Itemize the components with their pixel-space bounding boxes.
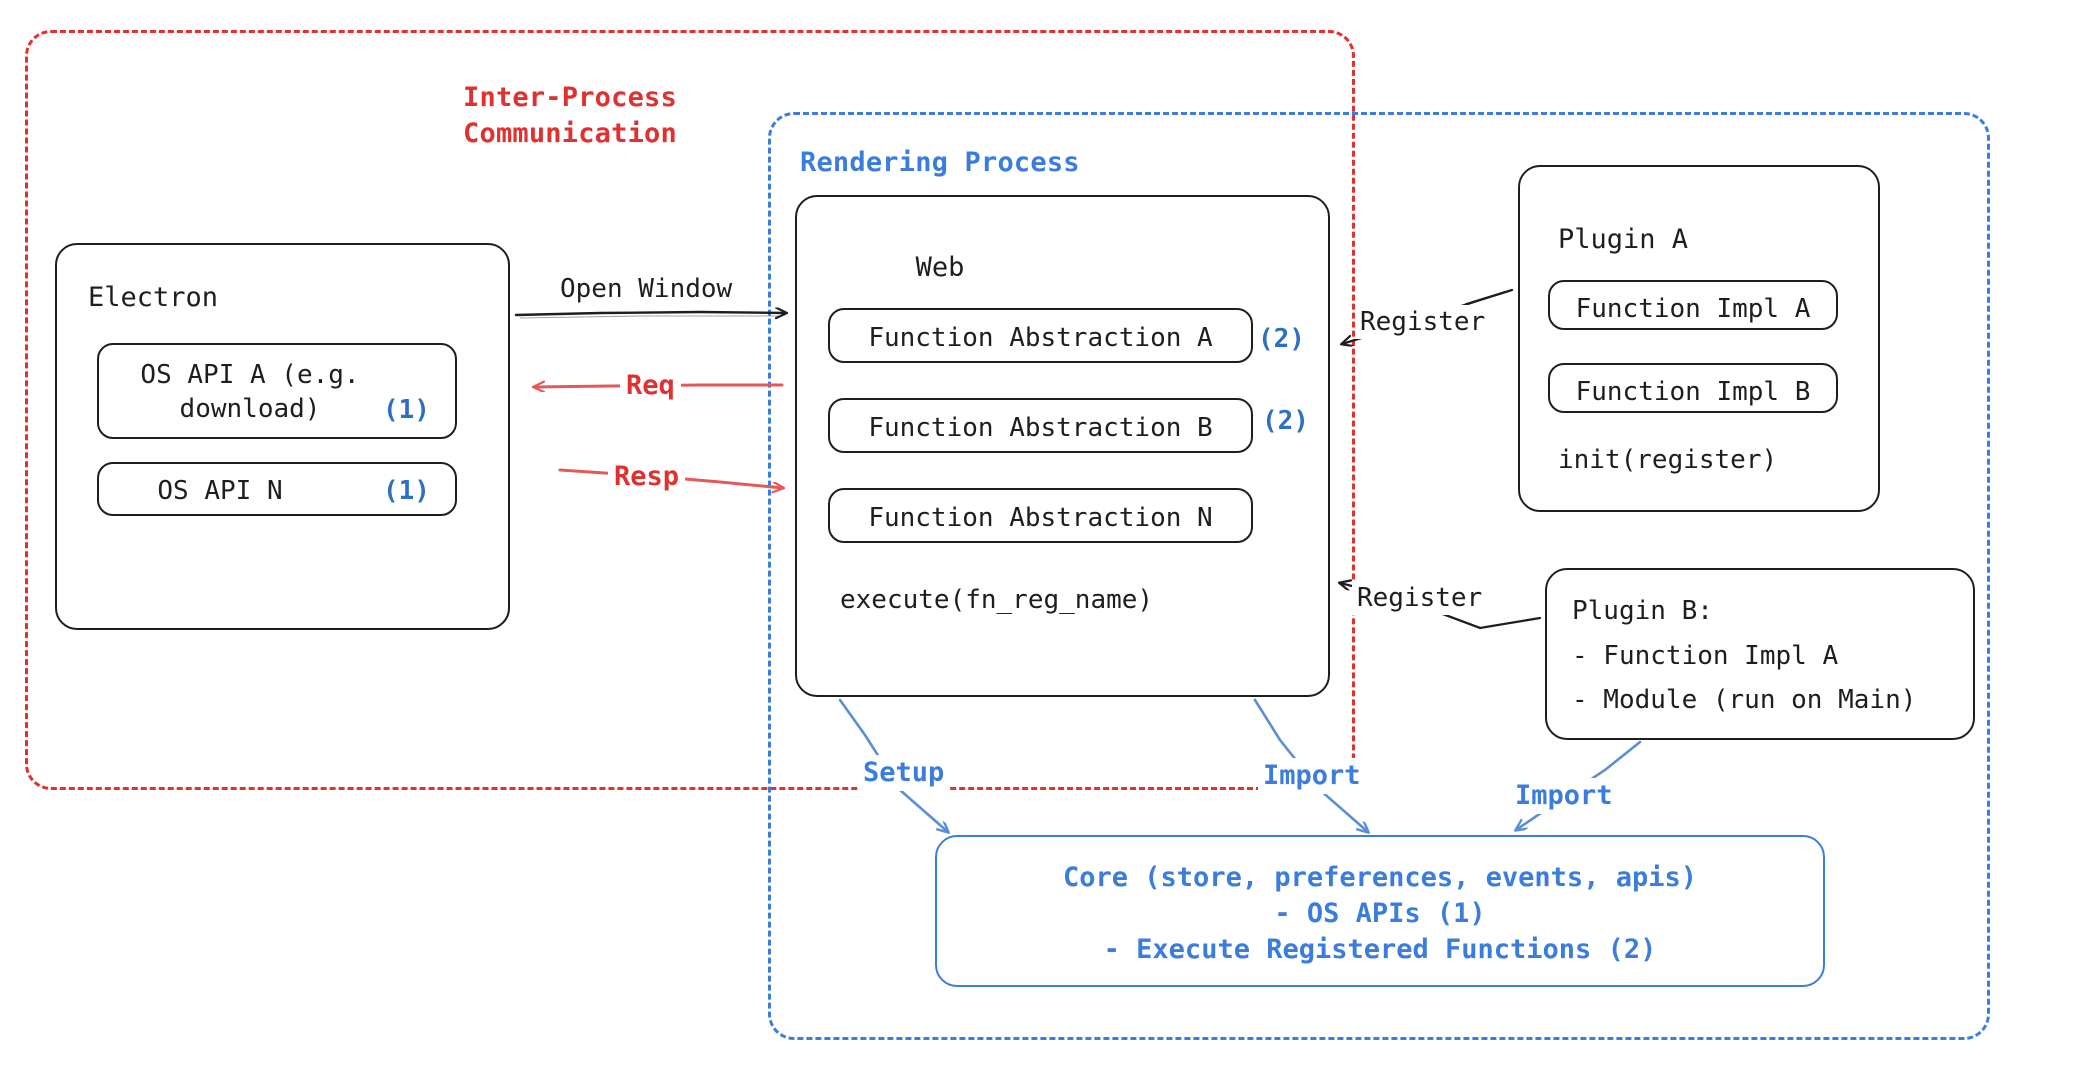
function-abstraction-b-label: Function Abstraction B [868,413,1213,443]
plugin-a-function-impl-a-box[interactable] [1548,280,1838,330]
region-rendering-process-label: Rendering Process [800,147,1080,178]
region-inter-process-communication [25,30,1355,790]
electron-title: Electron [88,282,219,313]
os-api-n-label: OS API N [157,476,283,506]
plugin-a-box[interactable] [1518,165,1880,512]
plugin-b-title: Plugin B: [1572,596,1713,626]
os-api-a-label: OS API A (e.g. download) [140,360,360,425]
plugin-a-title: Plugin A [1558,224,1689,255]
region-rendering-process [768,112,1990,1040]
arrow-label-req: Req [620,368,681,404]
web-execute-label: execute(fn_reg_name) [840,585,1154,615]
arrow-label-register-plugin-a: Register [1355,305,1491,340]
plugin-a-function-impl-a-label: Function Impl A [1575,294,1811,324]
core-line-1: - OS APIs (1) [1274,898,1486,929]
arrow-label-import-plugin: Import [1510,778,1618,814]
os-api-a-box[interactable] [97,343,457,439]
function-abstraction-a-box[interactable] [828,308,1253,363]
function-abstraction-n-box[interactable] [828,488,1253,543]
arrow-label-import-web: Import [1258,758,1366,794]
web-title: Web [915,252,965,283]
region-ipc-label: Inter-Process Communication [463,82,677,149]
core-line-2: - Execute Registered Functions (2) [1103,934,1657,965]
plugin-b-box[interactable] [1545,568,1975,740]
plugin-b-item-0: - Function Impl A [1572,641,1839,671]
plugin-a-function-impl-b-label: Function Impl B [1575,377,1811,407]
function-abstraction-b-marker: (2) [1262,406,1309,436]
arrow-label-setup: Setup [858,755,950,791]
os-api-n-box[interactable] [97,462,457,516]
os-api-n-marker: (1) [383,476,430,506]
core-line-0: Core (store, preferences, events, apis) [1063,862,1697,893]
function-abstraction-a-label: Function Abstraction A [868,323,1213,353]
function-abstraction-a-marker: (2) [1258,324,1305,354]
function-abstraction-b-box[interactable] [828,398,1253,453]
plugin-b-item-1: - Module (run on Main) [1572,685,1917,715]
os-api-a-marker: (1) [383,395,430,425]
core-box[interactable] [935,835,1825,987]
plugin-a-function-impl-b-box[interactable] [1548,363,1838,413]
plugin-a-init-label: init(register) [1558,445,1778,475]
arrow-label-open-window: Open Window [560,274,733,304]
arrow-label-resp: Resp [608,459,686,495]
function-abstraction-n-label: Function Abstraction N [868,503,1213,533]
arrow-label-register-plugin-b: Register [1352,581,1488,616]
